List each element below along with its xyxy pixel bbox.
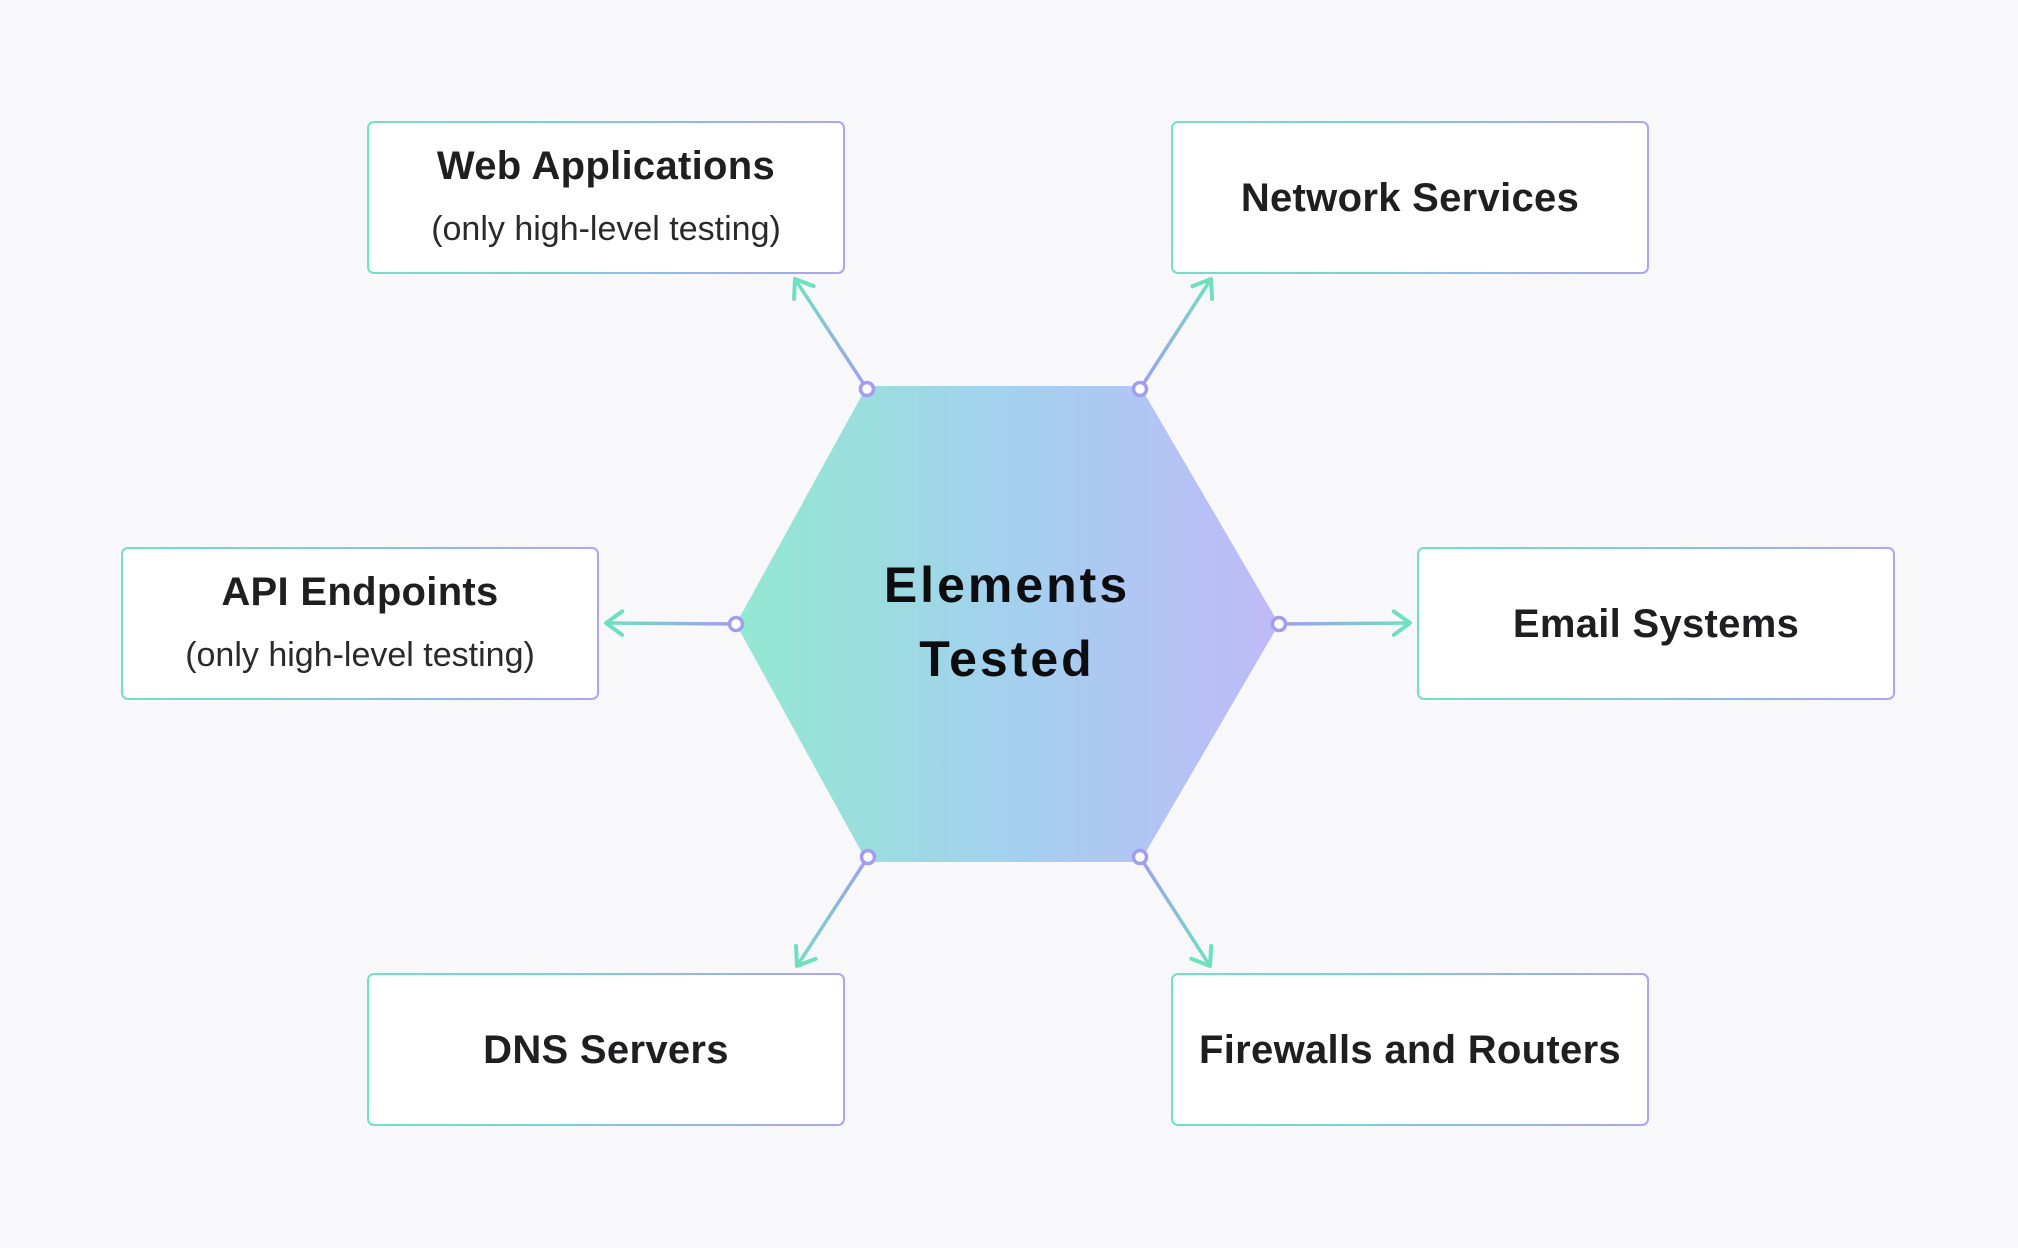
node-email-systems[interactable]: Email Systems — [1417, 547, 1895, 700]
connector-anchor-icon — [727, 615, 745, 633]
node-box: Network Services — [1173, 123, 1647, 272]
center-title-line-1: Elements — [883, 557, 1131, 613]
center-title-line-2: Tested — [919, 631, 1095, 687]
connector-anchor-icon — [859, 848, 877, 866]
connector-line — [793, 277, 869, 391]
node-box: DNS Servers — [369, 975, 843, 1124]
arrowhead-icon — [792, 277, 816, 301]
connector-line — [604, 621, 738, 626]
arrowhead-icon — [1391, 609, 1412, 637]
connector-line — [1138, 277, 1213, 391]
connector-network-services — [1131, 277, 1215, 398]
node-title: API Endpoints — [221, 569, 499, 614]
connector-anchor-icon — [1270, 615, 1288, 633]
node-dns-servers[interactable]: DNS Servers — [367, 973, 845, 1126]
arrowhead-icon — [793, 944, 818, 968]
connector-anchor-icon — [1131, 380, 1149, 398]
center-hexagon — [736, 386, 1279, 862]
connector-web-applications — [792, 277, 876, 398]
connector-line — [795, 855, 870, 968]
node-subtitle: (only high-level testing) — [431, 209, 781, 248]
node-box: Web Applications (only high-level testin… — [369, 123, 843, 272]
connector-line — [1277, 621, 1412, 626]
node-box: API Endpoints (only high-level testing) — [123, 549, 597, 698]
connector-email-systems — [1270, 609, 1412, 637]
connector-dns-servers — [793, 848, 877, 968]
node-title: Network Services — [1240, 175, 1580, 220]
node-firewalls-and-routers[interactable]: Firewalls and Routers — [1171, 973, 1649, 1126]
connector-firewalls-and-routers — [1131, 848, 1214, 968]
connector-anchor-icon — [858, 380, 876, 398]
connectors — [604, 277, 1412, 968]
node-network-services[interactable]: Network Services — [1171, 121, 1649, 274]
arrowhead-icon — [1189, 944, 1214, 968]
node-title: Firewalls and Routers — [1199, 1027, 1621, 1072]
node-title: DNS Servers — [483, 1027, 729, 1072]
node-box: Firewalls and Routers — [1173, 975, 1647, 1124]
node-api-endpoints[interactable]: API Endpoints (only high-level testing) — [121, 547, 599, 700]
connector-api-endpoints — [604, 609, 745, 637]
node-subtitle: (only high-level testing) — [185, 635, 535, 674]
arrowhead-icon — [1190, 277, 1215, 301]
center-hexagon-label: Elements Tested — [807, 548, 1207, 696]
connector-line — [1138, 855, 1212, 968]
connector-anchor-icon — [1131, 848, 1149, 866]
arrowhead-icon — [604, 609, 625, 637]
node-title: Web Applications — [436, 143, 776, 188]
node-title: Email Systems — [1512, 601, 1800, 646]
node-box: Email Systems — [1419, 549, 1893, 698]
node-web-applications[interactable]: Web Applications (only high-level testin… — [367, 121, 845, 274]
